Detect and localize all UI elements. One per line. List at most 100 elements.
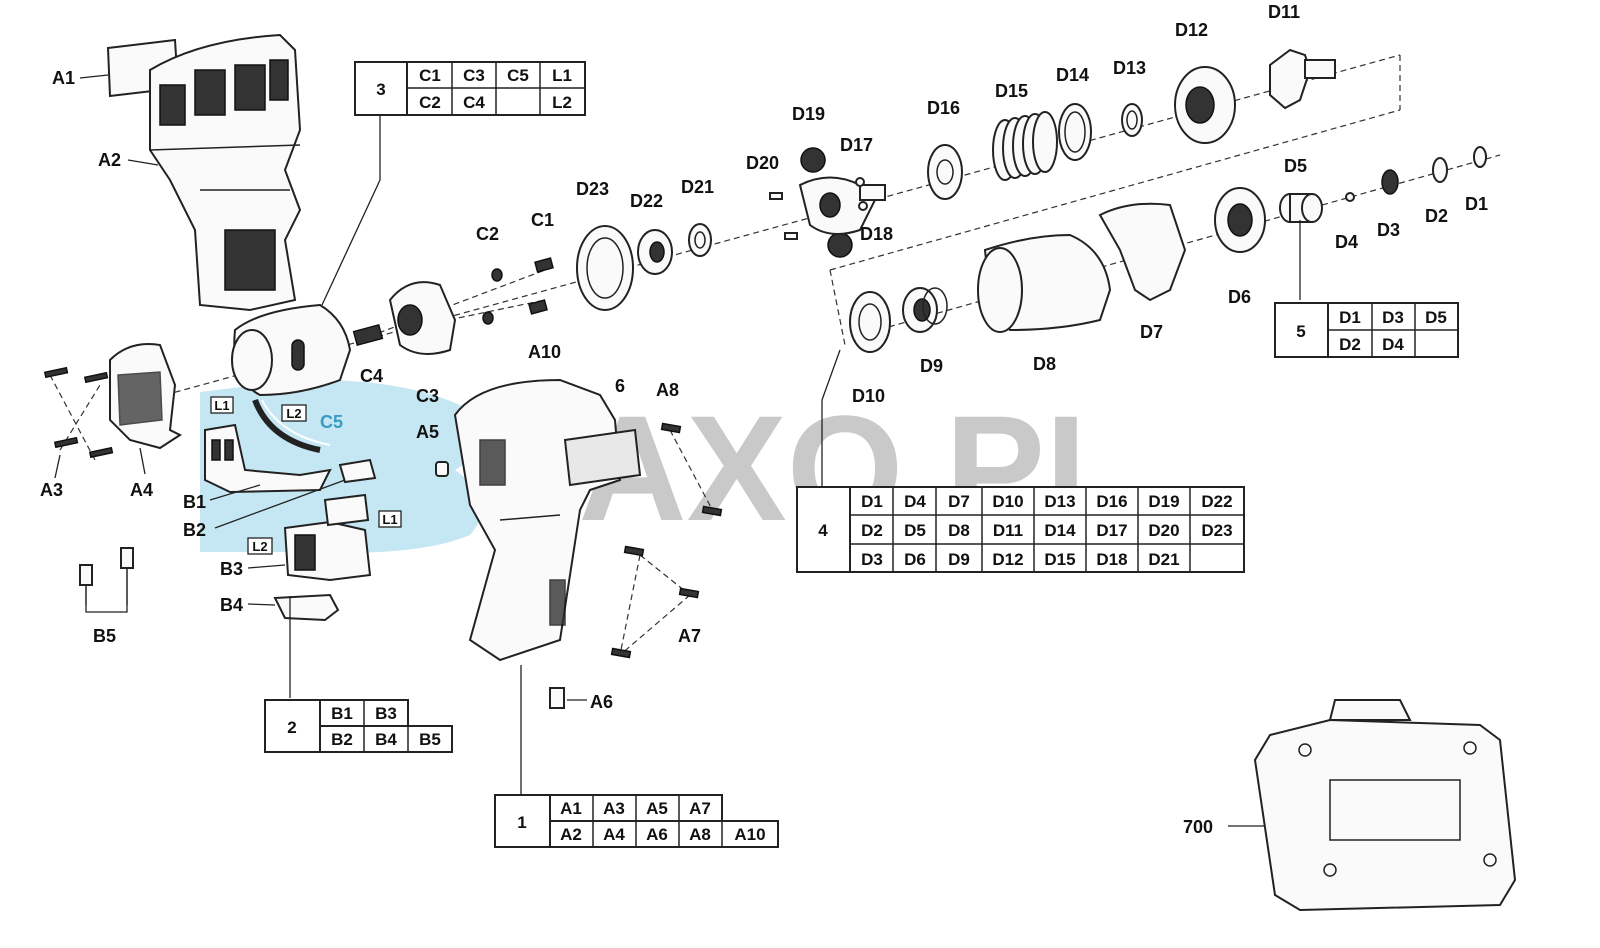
group-cell: A3: [603, 799, 625, 818]
svg-text:L1: L1: [382, 512, 397, 527]
callout-a1: A1: [52, 68, 75, 88]
callout-d10: D10: [852, 386, 885, 406]
group-cell: D18: [1096, 550, 1127, 569]
group-cell: D14: [1044, 521, 1076, 540]
part-d6-bumper: [1214, 187, 1266, 253]
callout-a6: A6: [590, 692, 613, 712]
part-a5-small-insert: [435, 461, 449, 477]
group-cell: C5: [507, 66, 529, 85]
part-wiring-leads: [252, 398, 331, 453]
group-cell: D22: [1201, 492, 1232, 511]
callout-b2: B2: [183, 520, 206, 540]
callout-d7: D7: [1140, 322, 1163, 342]
callout-d17: D17: [840, 135, 873, 155]
group-table-1: 1 A1 A3 A5 A7 A2 A4 A6 A8 A10: [494, 794, 779, 848]
svg-text:L2: L2: [252, 539, 267, 554]
group-cell: D10: [992, 492, 1023, 511]
callout-d3: D3: [1377, 220, 1400, 240]
group-cell: D5: [1425, 308, 1447, 327]
group-cell: C4: [463, 93, 485, 112]
svg-text:L2: L2: [286, 406, 301, 421]
group-number: 5: [1296, 322, 1305, 341]
callout-d15: D15: [995, 81, 1028, 101]
screw: [88, 446, 114, 459]
callout-d23: D23: [576, 179, 609, 199]
group-table-4: 4 D1 D4 D7 D10 D13 D16 D19 D22 D2 D5 D8 …: [796, 486, 1245, 573]
callout-d18: D18: [860, 224, 893, 244]
part-d10-washer: [849, 291, 891, 353]
part-a8-screws: [660, 422, 723, 517]
group-cell: B5: [419, 730, 441, 749]
part-d13-circlip: [1121, 103, 1143, 137]
group-cell: D21: [1148, 550, 1179, 569]
callout-a3: A3: [40, 480, 63, 500]
callout-a10: A10: [528, 342, 561, 362]
callout-d13: D13: [1113, 58, 1146, 78]
part-d20-pins: [769, 192, 798, 240]
group-number: 4: [818, 521, 828, 540]
callout-a7: A7: [678, 626, 701, 646]
callout-d14: D14: [1056, 65, 1089, 85]
group-cell: D20: [1148, 521, 1179, 540]
part-d21-washer: [688, 223, 712, 257]
callout-c4: C4: [360, 366, 383, 386]
part-d22-bearing: [637, 229, 673, 275]
group-cell: D4: [904, 492, 926, 511]
group-cell: D23: [1201, 521, 1232, 540]
part-d9-bearing: [902, 287, 948, 333]
callout-d2: D2: [1425, 206, 1448, 226]
group-cell: D7: [948, 492, 970, 511]
part-a3-screws: [43, 366, 114, 459]
group-number: 2: [287, 718, 296, 737]
group-cell: D1: [861, 492, 883, 511]
part-700-carrying-case: [1253, 699, 1517, 912]
wire-tag-l1-lower: L1: [378, 510, 402, 528]
callout-d5: D5: [1284, 156, 1307, 176]
group-cell: D12: [992, 550, 1023, 569]
part-d3-spring: [1381, 169, 1399, 195]
part-d8-gear-case: [977, 233, 1112, 333]
callout-d1: D1: [1465, 194, 1488, 214]
group-cell: B2: [331, 730, 353, 749]
group-cell: D9: [948, 550, 970, 569]
callout-d11: D11: [1268, 2, 1300, 22]
part-a6-clip: [549, 687, 565, 709]
callout-d8: D8: [1033, 354, 1056, 374]
svg-text:L1: L1: [214, 398, 229, 413]
part-b3-switch: [283, 493, 372, 582]
part-c4-pinion: [352, 323, 384, 347]
group-cell: C1: [419, 66, 441, 85]
callout-c3: C3: [416, 386, 439, 406]
part-d15-spring: [992, 111, 1058, 181]
callout-d16: D16: [927, 98, 960, 118]
group-cell: B3: [375, 704, 397, 723]
part-d17-ball: [855, 177, 868, 211]
group-table-3: 3 C1 C3 C5 L1 C2 C4 L2: [354, 61, 586, 116]
part-d7-front-cover: [1098, 202, 1187, 302]
group-cell: D8: [948, 521, 970, 540]
group-cell: C2: [419, 93, 441, 112]
part-d12-hammer: [1174, 66, 1236, 144]
callout-b1: B1: [183, 492, 206, 512]
callout-d22: D22: [630, 191, 663, 211]
callout-b3: B3: [220, 559, 243, 579]
part-b4-switch-contact: [273, 593, 340, 622]
callout-d21: D21: [681, 177, 714, 197]
callout-a4: A4: [130, 480, 153, 500]
group-cell: A6: [646, 825, 668, 844]
part-c5-motor: [231, 303, 352, 397]
part-d5-sleeve: [1279, 193, 1323, 223]
group-cell: D1: [1339, 308, 1361, 327]
group-cell: A5: [646, 799, 668, 818]
callout-d6: D6: [1228, 287, 1251, 307]
group-cell: D5: [904, 521, 926, 540]
callout-d12: D12: [1175, 20, 1208, 40]
screw: [43, 366, 69, 379]
group-cell: D4: [1382, 335, 1404, 354]
wire-tag-l1-upper: L1: [210, 396, 234, 414]
callout-c2: C2: [476, 224, 499, 244]
part-c2-washers: [482, 268, 503, 325]
part-6-label: [563, 428, 642, 487]
part-d1-circlip: [1473, 146, 1487, 168]
